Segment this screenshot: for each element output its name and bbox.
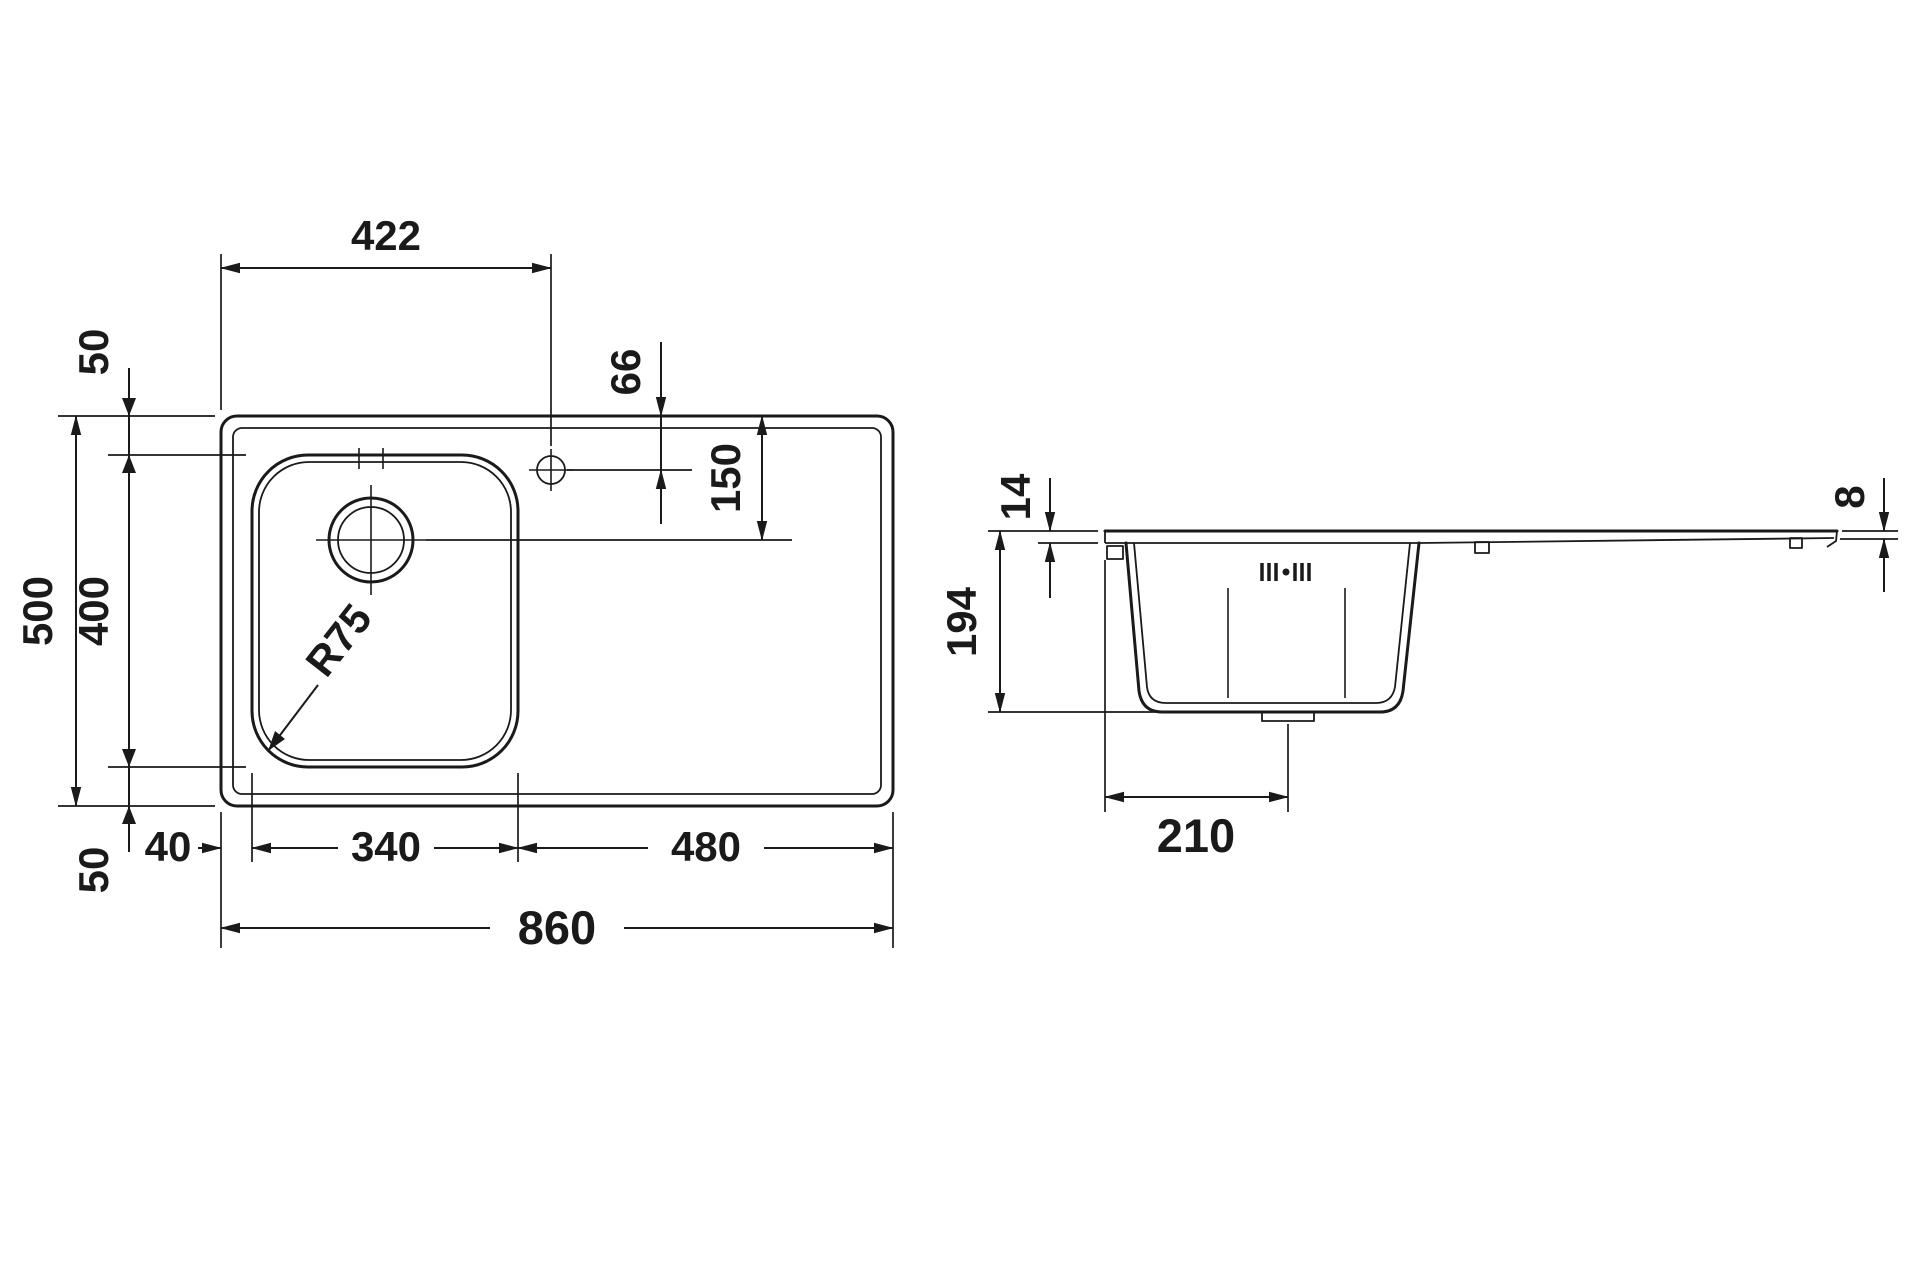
mounting-clip-left [1106,545,1124,560]
dim-left-column: 50 400 50 [70,329,246,894]
dim-bottom-row: 40 340 480 [145,773,894,948]
overflow-icon [1260,563,1311,581]
side-profile [1103,529,1839,722]
dim-bowl-depth: 194 [938,530,1155,713]
dim-faucet-from-top: 66 [567,342,692,524]
dim-label-422: 422 [351,212,421,259]
plan-drain [316,485,426,595]
bowl-inner-profile [1133,542,1411,704]
bowl-outer-edge [250,453,520,769]
dim-overall-depth: 500 [14,415,215,807]
dim-label-500: 500 [14,576,61,646]
dim-label-bottom-50: 50 [70,847,117,894]
bowl-inner-edge [258,461,512,761]
dim-overall-width: 860 [220,901,894,954]
right-end-lip [1826,530,1838,548]
plan-view: 422 66 150 500 [14,212,895,954]
dim-label-860: 860 [518,901,596,954]
bowl-outer-profile [1124,541,1421,714]
dim-faucet-from-left: 422 [220,212,552,446]
dim-drain-from-top: 150 [426,415,792,541]
dim-label-40: 40 [145,823,192,870]
dim-edge-thickness: 8 [1826,478,1898,592]
dim-label-66: 66 [602,349,649,396]
dim-label-150: 150 [702,443,749,513]
dim-label-r75: R75 [296,595,380,685]
dim-label-400: 400 [70,576,117,646]
drain-outlet [1261,712,1315,722]
dim-label-top-50: 50 [70,329,117,376]
plan-bowl [250,448,520,769]
side-view: 14 194 210 8 [938,473,1898,862]
dim-rim-height: 14 [992,473,1098,598]
plan-faucet-hole [529,449,573,491]
sink-rim-inner-edge [232,427,882,795]
mounting-clip-right [1789,537,1803,549]
sink-outer-edge [219,414,895,808]
dim-label-194: 194 [938,586,985,657]
dim-label-210: 210 [1157,809,1235,862]
dim-label-480: 480 [671,823,741,870]
dim-corner-radius: R75 [267,595,381,752]
mounting-clip-middle [1474,541,1490,554]
dim-label-14: 14 [992,473,1039,520]
dim-label-8: 8 [1826,485,1873,508]
plan-sink-outline [219,414,895,808]
dim-drain-from-left: 210 [1104,560,1289,862]
dim-label-340: 340 [351,823,421,870]
